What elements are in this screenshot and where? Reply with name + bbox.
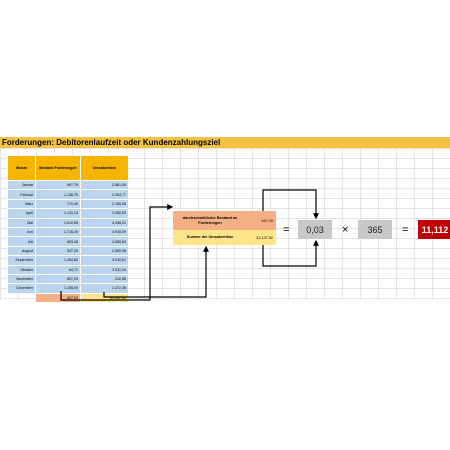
month-cell[interactable]: Oktober xyxy=(7,264,36,275)
revenue-cell[interactable]: 2.590,98 xyxy=(80,245,129,257)
equals-sign-1: = xyxy=(283,223,290,236)
revenue-sum-label: Summe der Umsatzerlöse xyxy=(186,235,234,239)
revenue-cell[interactable]: 1.472,38 xyxy=(80,283,129,294)
revenue-cell[interactable]: 2.511,34 xyxy=(80,264,129,275)
month-cell[interactable]: März xyxy=(7,198,36,210)
revenue-cell[interactable]: 4.498,31 xyxy=(80,217,129,228)
month-cell[interactable]: April xyxy=(7,208,36,219)
revenue-cell[interactable]: 2.881,59 xyxy=(80,179,129,191)
revenue-cell[interactable]: 4.945,09 xyxy=(80,226,129,238)
month-cell[interactable]: Mai xyxy=(7,217,36,228)
month-cell[interactable]: Juli xyxy=(7,236,36,247)
month-cell[interactable]: September xyxy=(7,255,36,266)
receivables-cell[interactable]: 1.010,68 xyxy=(35,217,81,228)
month-cell[interactable]: Dezember xyxy=(7,283,36,294)
ratio-cell[interactable]: 0,03 xyxy=(298,220,332,239)
revenue-cell[interactable]: 4.040,51 xyxy=(80,255,129,266)
receivables-cell[interactable]: 1.454,82 xyxy=(35,255,81,266)
month-cell[interactable]: Februar xyxy=(7,189,36,200)
avg-receivables-box[interactable]: durchschnittlicher Bestand an Forderunge… xyxy=(173,211,276,230)
receivables-cell[interactable]: 547,26 xyxy=(35,245,81,257)
page-title: Forderungen: Debitorenlaufzeit oder Kund… xyxy=(0,137,450,148)
revenue-sum-value: 31.137,92 xyxy=(256,235,273,240)
header-receivables[interactable]: Bestand Forderungen xyxy=(35,155,81,181)
month-cell[interactable]: August xyxy=(7,245,36,257)
receivables-cell[interactable]: 1.155,00 xyxy=(35,283,81,294)
revenue-sum-box[interactable]: Summe der Umsatzerlöse 31.137,92 xyxy=(173,230,276,245)
month-cell[interactable]: Juni xyxy=(7,226,36,238)
receivables-table: Monat Bestand Forderungen Umsatzerlöse J… xyxy=(7,155,129,303)
days-cell[interactable]: 365 xyxy=(358,220,392,239)
table-header-row: Monat Bestand Forderungen Umsatzerlöse xyxy=(7,155,129,181)
sum-receivables-cell[interactable]: 947,09 xyxy=(35,292,81,303)
revenue-cell[interactable]: 232,86 xyxy=(80,273,129,285)
multiply-sign: × xyxy=(342,223,349,236)
header-month[interactable]: Monat xyxy=(7,155,36,181)
result-cell[interactable]: 11,112 xyxy=(418,220,450,239)
sum-revenue-cell[interactable]: 31.137,92 xyxy=(80,292,129,303)
sum-blank-cell xyxy=(7,292,36,303)
equals-sign-2: = xyxy=(402,223,409,236)
header-revenue[interactable]: Umsatzerlöse xyxy=(80,155,129,181)
revenue-cell[interactable]: 2.050,93 xyxy=(80,208,129,219)
revenue-cell[interactable]: 2.254,77 xyxy=(80,189,129,200)
receivables-cell[interactable]: 1.716,40 xyxy=(35,226,81,238)
receivables-cell[interactable]: 1.131,14 xyxy=(35,208,81,219)
month-cell[interactable]: November xyxy=(7,273,36,285)
month-cell[interactable]: Januar xyxy=(7,179,36,191)
receivables-cell[interactable]: 997,75 xyxy=(35,179,81,191)
avg-receivables-label: durchschnittlicher Bestand an Forderunge… xyxy=(182,215,238,225)
receivables-cell[interactable]: 1.136,79 xyxy=(35,189,81,200)
revenue-cell[interactable]: 2.159,28 xyxy=(80,198,129,210)
revenue-cell[interactable]: 3.865,84 xyxy=(80,236,129,247)
receivables-cell[interactable]: 607,25 xyxy=(35,273,81,285)
receivables-cell[interactable]: 770,49 xyxy=(35,198,81,210)
avg-receivables-value: 947,09 xyxy=(261,218,273,223)
receivables-cell[interactable]: 64,71 xyxy=(35,264,81,275)
receivables-cell[interactable]: 809,28 xyxy=(35,236,81,247)
